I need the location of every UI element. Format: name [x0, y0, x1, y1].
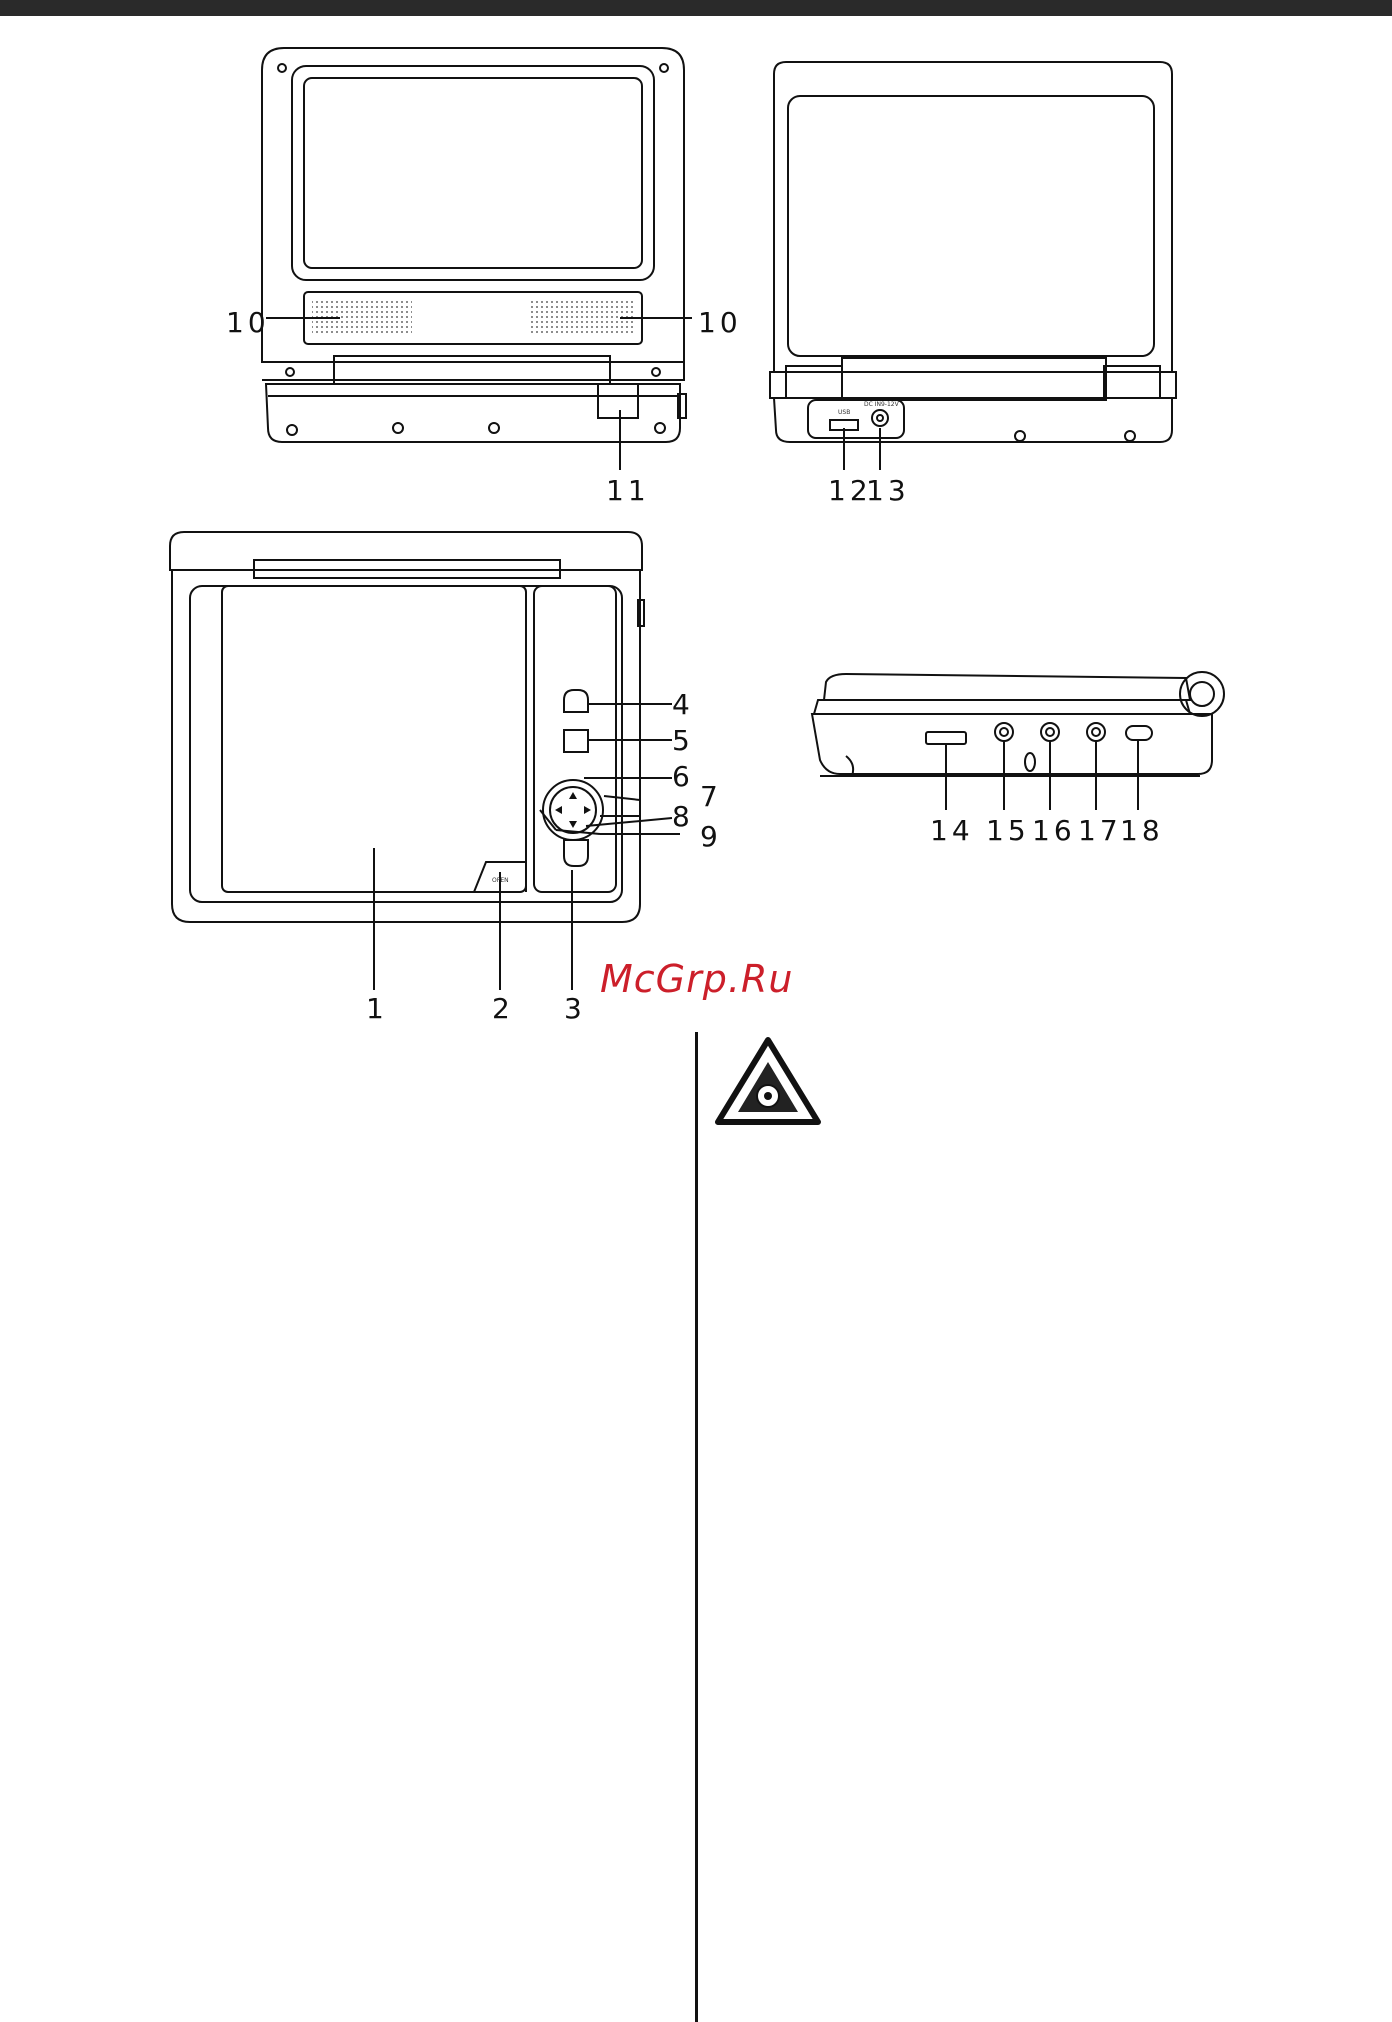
- callout-2: 2: [492, 992, 514, 1025]
- callout-14: 14: [930, 814, 974, 847]
- hearing-damage-warning-icon: [718, 1040, 818, 1122]
- watermark-text: McGrp.Ru: [600, 957, 793, 1001]
- callout-6: 6: [672, 760, 694, 793]
- callout-10-left: 10: [226, 306, 270, 339]
- callout-17: 17: [1078, 814, 1122, 847]
- callout-9: 9: [700, 820, 722, 853]
- side-view: [812, 672, 1224, 810]
- callout-18: 18: [1120, 814, 1164, 847]
- callout-3: 3: [564, 992, 586, 1025]
- speaker-grille: [312, 300, 634, 336]
- open-button-label: OPEN: [492, 877, 509, 884]
- callout-11: 11: [606, 474, 650, 507]
- dc-in-label: DC IN9-12V: [864, 401, 900, 408]
- callout-8: 8: [672, 800, 694, 833]
- callout-4: 4: [672, 688, 694, 721]
- top-view: [170, 532, 680, 990]
- back-view: [770, 62, 1176, 470]
- callout-1: 1: [366, 992, 388, 1025]
- column-divider: [695, 1032, 698, 2022]
- callout-13: 13: [866, 474, 910, 507]
- callout-15: 15: [986, 814, 1030, 847]
- callout-7: 7: [700, 780, 722, 813]
- callout-5: 5: [672, 724, 694, 757]
- usb-port-label: USB: [838, 409, 850, 416]
- callout-16: 16: [1032, 814, 1076, 847]
- callout-10-right: 10: [698, 306, 742, 339]
- front-view: [262, 48, 692, 470]
